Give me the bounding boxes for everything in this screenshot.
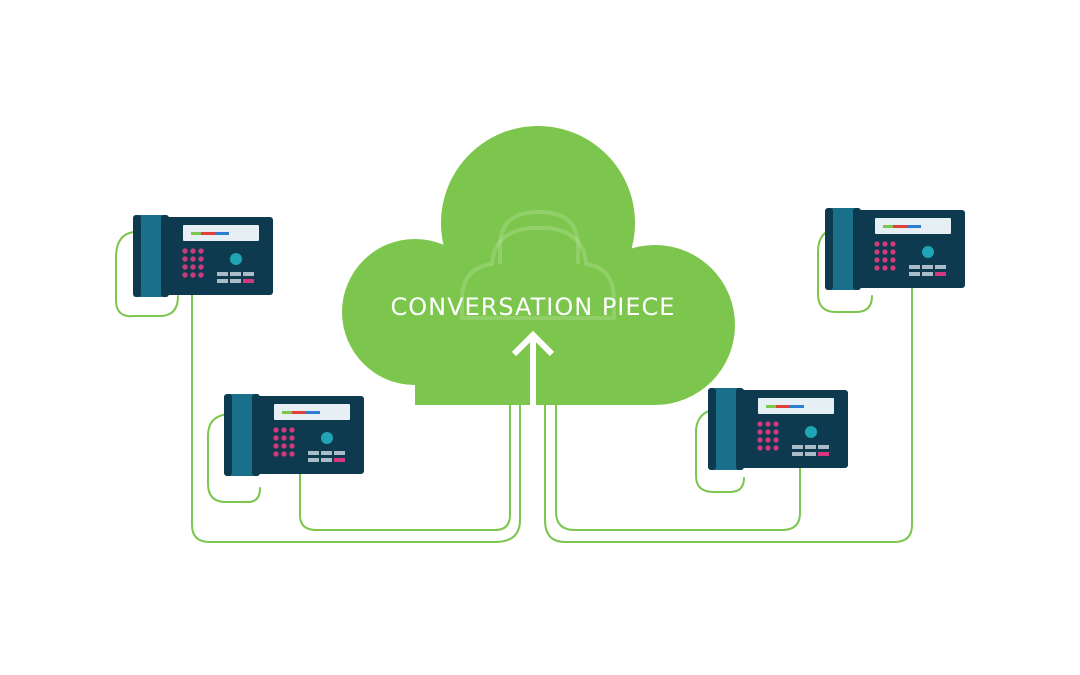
phone-mid-left <box>224 394 364 476</box>
cloud-lock-icon <box>460 210 616 320</box>
network-wires <box>115 227 913 543</box>
wire-mid-left-cord <box>207 413 261 503</box>
wire-mid-right-cord <box>695 407 745 493</box>
wire-top-left-to-cloud <box>191 291 521 543</box>
wire-mid-right-to-cloud <box>555 404 801 531</box>
upload-arrow-icon <box>511 330 555 405</box>
phone-mid-right <box>708 388 848 470</box>
wire-top-right-cord <box>817 227 873 313</box>
cloud-label: CONVERSATION PIECE <box>391 293 676 321</box>
cloud-shape <box>342 126 735 405</box>
phone-top-left <box>133 215 273 297</box>
wire-mid-left-to-cloud <box>299 404 511 531</box>
wire-top-left-cord <box>115 231 179 318</box>
phone-top-right <box>825 208 965 290</box>
wire-top-right-to-cloud <box>544 287 913 543</box>
